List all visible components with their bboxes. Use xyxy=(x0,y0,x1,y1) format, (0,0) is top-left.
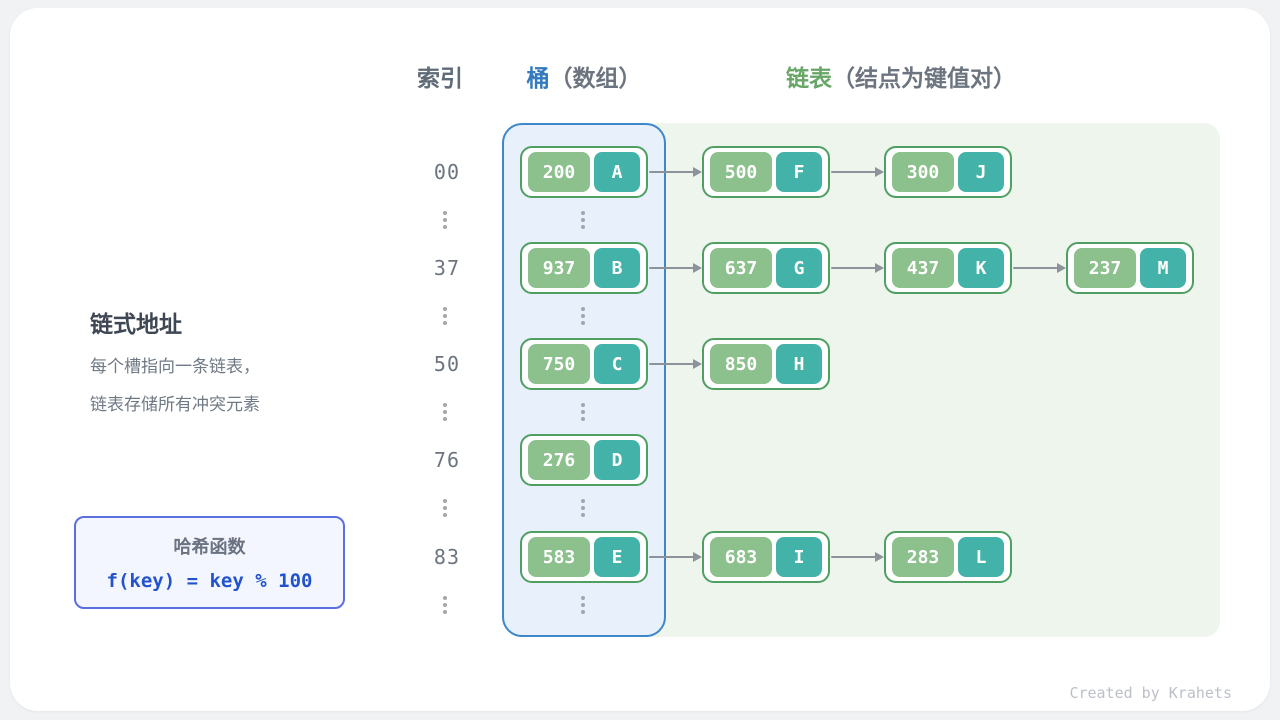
node-key: 583 xyxy=(528,537,590,577)
ellipsis-dots xyxy=(581,596,585,614)
description-line-1: 每个槽指向一条链表， xyxy=(90,357,260,376)
node-key: 276 xyxy=(528,440,590,480)
header-list-note: （结点为键值对） xyxy=(832,65,1016,91)
node-value: I xyxy=(776,537,822,577)
node-value: G xyxy=(776,248,822,288)
header-list-label: 链表 xyxy=(786,65,832,91)
index-label: 83 xyxy=(433,545,460,569)
arrow-icon xyxy=(648,531,702,583)
arrow-icon xyxy=(830,531,884,583)
node-value: A xyxy=(594,152,640,192)
index-label: 76 xyxy=(433,448,460,472)
arrow-icon xyxy=(830,242,884,294)
ellipsis-dots xyxy=(581,307,585,325)
node-key: 283 xyxy=(892,537,954,577)
node-key: 937 xyxy=(528,248,590,288)
ellipsis-dots xyxy=(443,403,447,421)
node-key: 200 xyxy=(528,152,590,192)
header-bucket-note: （数组） xyxy=(549,65,642,91)
node-key: 237 xyxy=(1074,248,1136,288)
node-key: 683 xyxy=(710,537,772,577)
node-value: J xyxy=(958,152,1004,192)
header-linked-list: 链表（结点为键值对） xyxy=(701,63,1101,93)
node-value: C xyxy=(594,344,640,384)
ellipsis-dots xyxy=(581,211,585,229)
description-text: 每个槽指向一条链表， 链表存储所有冲突元素 xyxy=(90,348,260,424)
ellipsis-dots xyxy=(443,211,447,229)
node-value: E xyxy=(594,537,640,577)
header-bucket: 桶（数组） xyxy=(504,63,664,93)
header-index-label: 索引 xyxy=(417,65,463,91)
arrow-icon xyxy=(648,338,702,390)
node-key: 437 xyxy=(892,248,954,288)
page-title: 链式地址 xyxy=(90,311,182,337)
node-value: K xyxy=(958,248,1004,288)
node-value: B xyxy=(594,248,640,288)
ellipsis-dots xyxy=(443,307,447,325)
arrow-icon xyxy=(648,242,702,294)
node-key: 750 xyxy=(528,344,590,384)
node-value: H xyxy=(776,344,822,384)
node-key: 637 xyxy=(710,248,772,288)
header-bucket-label: 桶 xyxy=(526,65,550,91)
hash-function-title: 哈希函数 xyxy=(173,537,246,557)
node-key: 300 xyxy=(892,152,954,192)
ellipsis-dots xyxy=(581,403,585,421)
arrow-icon xyxy=(830,146,884,198)
credit-text: Created by Krahets xyxy=(1069,684,1232,702)
node-key: 850 xyxy=(710,344,772,384)
node-value: D xyxy=(594,440,640,480)
index-label: 37 xyxy=(433,256,460,280)
arrow-icon xyxy=(1012,242,1066,294)
node-key: 500 xyxy=(710,152,772,192)
index-label: 00 xyxy=(433,160,460,184)
node-value: L xyxy=(958,537,1004,577)
arrow-icon xyxy=(648,146,702,198)
index-label: 50 xyxy=(433,352,460,376)
header-index: 索引 xyxy=(400,63,480,93)
ellipsis-dots xyxy=(581,499,585,517)
ellipsis-dots xyxy=(443,596,447,614)
hash-function-box: 哈希函数 f(key) = key % 100 xyxy=(74,516,345,609)
ellipsis-dots xyxy=(443,499,447,517)
hash-function-formula: f(key) = key % 100 xyxy=(106,570,313,592)
node-value: M xyxy=(1140,248,1186,288)
description-line-2: 链表存储所有冲突元素 xyxy=(90,395,260,414)
node-value: F xyxy=(776,152,822,192)
